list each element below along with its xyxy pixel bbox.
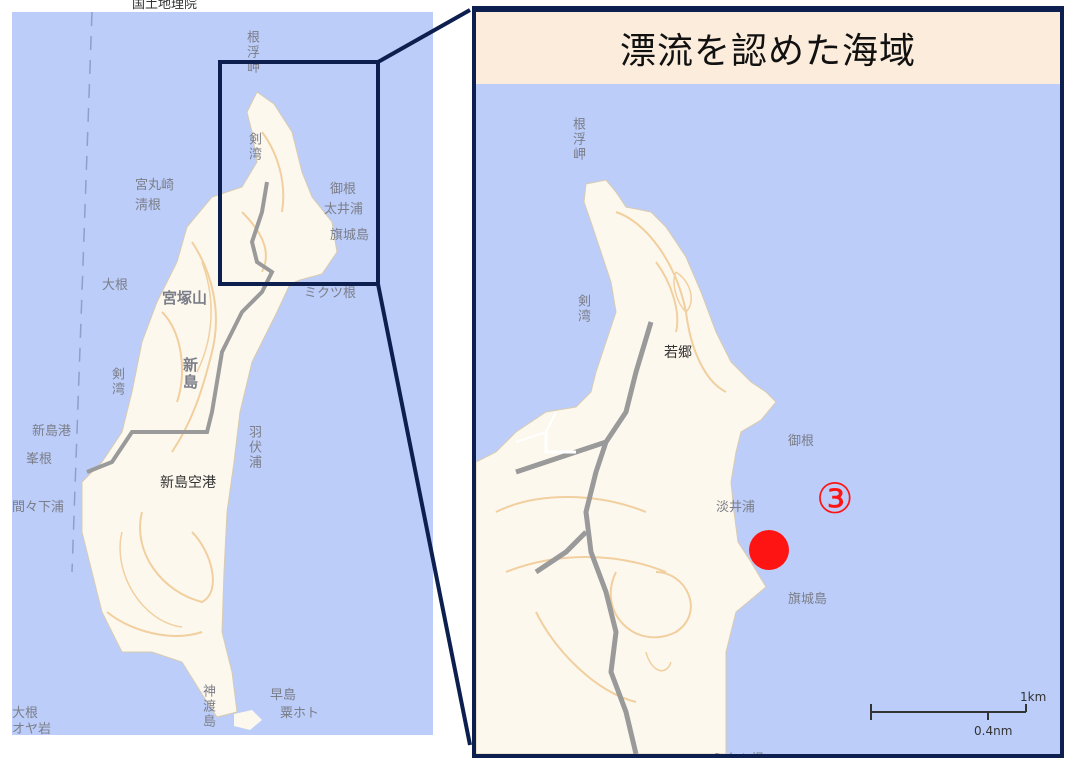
label-tsurugi-wan: 剣湾 <box>246 132 261 162</box>
label-ookami: 大根 <box>102 278 129 293</box>
inset-label-tsurugi-wan: 剣湾 <box>575 294 590 324</box>
scale-nm-label: 0.4nm <box>974 724 1013 738</box>
label-tsuru-wan: 剣湾 <box>109 367 124 397</box>
label-awaji: 粟ホト <box>280 706 320 721</box>
contour-line <box>106 131 285 637</box>
label-hayashima: 早島 <box>270 688 297 703</box>
scale-km-label: 1km <box>1020 690 1047 704</box>
drift-marker-number: ③ <box>816 474 854 523</box>
drift-marker-dot <box>749 530 789 570</box>
inset-map-graphic <box>476 179 1027 754</box>
label-niijima: 新島 <box>181 357 199 391</box>
inset-land <box>476 179 777 754</box>
label-niijima-airport: 新島空港 <box>160 475 216 491</box>
inset-label-tai-ura: 淡井浦 <box>716 500 756 515</box>
label-miyamaru-saki: 宮丸崎 <box>135 178 175 193</box>
inset-harbor <box>544 432 576 454</box>
label-mikkune: ミクツ根 <box>304 286 357 301</box>
label-miyazuka-yama: 宮塚山 <box>162 289 208 307</box>
inset-title: 漂流を認めた海域 <box>476 12 1060 84</box>
label-mine: 峯根 <box>26 452 53 467</box>
inset-label-gone: 御根 <box>788 434 815 449</box>
label-tai-ura: 太井浦 <box>324 202 364 217</box>
label-niijima-ko: 新島港 <box>32 424 72 439</box>
label-maenohama: 間々下浦 <box>12 500 65 515</box>
contour-line-2 <box>119 261 212 628</box>
inset-map[interactable]: 漂流を認めた海域 根浮岬 剣湾 若郷 御根 淡井浦 旗城島 ミクツ根 ③ 1km… <box>472 6 1064 758</box>
islet-south <box>234 710 262 730</box>
label-gone: 御根 <box>330 182 357 197</box>
label-yane: 淸根 <box>135 198 162 213</box>
inset-jetty <box>515 411 557 443</box>
inset-label-neuki-misaki: 根浮岬 <box>570 117 585 162</box>
boundary-line <box>71 12 93 573</box>
label-oone: 大根 <box>12 706 39 721</box>
inset-road <box>515 321 654 754</box>
inset-label-wakago: 若郷 <box>664 345 692 361</box>
scale-bar <box>870 704 1027 720</box>
island-land <box>81 91 338 718</box>
overview-map[interactable]: 根浮岬 剣湾 宮丸崎 淸根 御根 太井浦 旗城島 大根 宮塚山 新島 剣湾 新島… <box>12 12 433 735</box>
inset-label-hata-iwa: 旗城島 <box>788 592 828 607</box>
map-credit: 国土地理院 <box>132 0 198 12</box>
label-jinaji: 神渡島 <box>200 684 215 729</box>
inset-label-mikkune: ミクツ根 <box>712 748 764 754</box>
label-habushi-ura: 羽伏浦 <box>246 425 261 470</box>
label-oyaiwa: オヤ岩 <box>12 722 52 735</box>
label-neuki-misaki: 根浮岬 <box>244 30 259 75</box>
inset-contour-2 <box>645 271 692 672</box>
overview-map-graphic <box>71 12 338 730</box>
label-hata-iwa: 旗城島 <box>330 228 370 243</box>
